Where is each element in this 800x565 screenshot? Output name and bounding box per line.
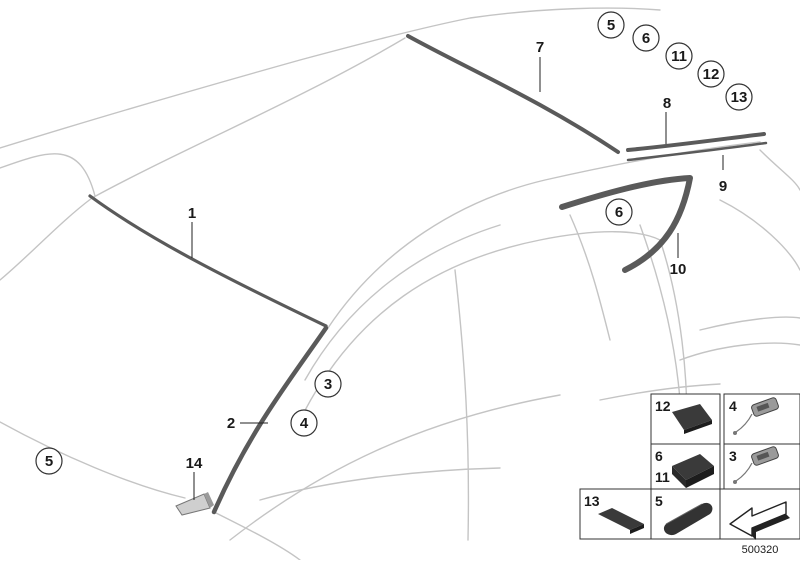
inset-label-6: 6 (655, 448, 663, 464)
inset-label-13: 13 (584, 493, 600, 509)
part-14-clip (175, 492, 214, 516)
bottom-view-arrow-icon (729, 501, 790, 540)
car-outline (0, 7, 800, 561)
callout-circle-6-top: 6 (632, 24, 660, 52)
svg-text:5: 5 (607, 17, 615, 34)
svg-text:12: 12 (703, 66, 720, 83)
callout-circle-12: 12 (697, 60, 725, 88)
clip-with-tape-icon-4 (733, 397, 779, 435)
trim-cap-icon (663, 502, 713, 536)
inset-label-11: 11 (655, 469, 670, 485)
part-2-a-pillar-trim (211, 325, 329, 515)
callout-circle-3: 3 (314, 370, 342, 398)
callout-1: 1 (188, 205, 196, 222)
diagram-reference-number: 500320 (742, 544, 779, 556)
inset-label-4: 4 (729, 398, 737, 414)
svg-text:13: 13 (731, 89, 748, 106)
leader-lines (191, 57, 724, 500)
callout-circle-5-top: 5 (597, 11, 625, 39)
callout-circle-4: 4 (290, 409, 318, 437)
callout-9: 9 (719, 178, 727, 195)
adhesive-pad-icon (672, 404, 712, 430)
parts-inset-panel: 12 4 6 11 3 13 5 (579, 393, 800, 540)
callout-circle-5-left: 5 (35, 447, 63, 475)
svg-text:4: 4 (300, 415, 309, 432)
part-1-windscreen-top-moulding (88, 194, 328, 328)
svg-text:3: 3 (324, 376, 332, 393)
clip-with-tape-icon-3 (733, 446, 779, 484)
inset-label-3: 3 (729, 448, 737, 464)
inset-label-5: 5 (655, 493, 663, 509)
callout-2: 2 (227, 415, 235, 432)
adhesive-strip-icon (598, 508, 644, 530)
svg-text:6: 6 (642, 30, 650, 47)
callout-8: 8 (663, 95, 671, 112)
circled-callouts: 5 6 11 12 13 6 3 4 (35, 11, 753, 475)
callout-14: 14 (186, 455, 203, 472)
svg-text:6: 6 (615, 204, 623, 221)
callout-7: 7 (536, 39, 544, 56)
callout-circle-11: 11 (665, 42, 693, 70)
part-7-roof-moulding (406, 34, 620, 154)
callout-10: 10 (670, 261, 687, 278)
part-8-window-channel-strip (626, 132, 766, 152)
foam-block-icon (672, 454, 714, 480)
svg-text:5: 5 (45, 453, 53, 470)
callout-circle-6-window: 6 (605, 198, 633, 226)
number-labels: 1 2 7 8 9 10 14 (186, 39, 728, 472)
part-9-drip-strip (626, 141, 768, 162)
callout-circle-13: 13 (725, 83, 753, 111)
parts (88, 34, 768, 516)
part-10-side-window-frame (559, 175, 693, 273)
inset-label-12: 12 (655, 398, 671, 414)
svg-text:11: 11 (671, 48, 687, 65)
